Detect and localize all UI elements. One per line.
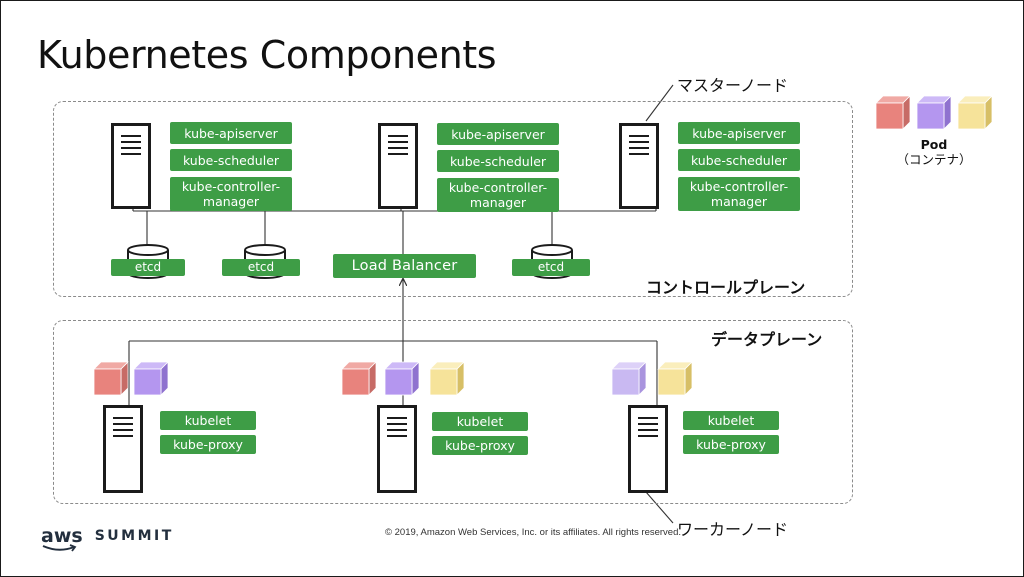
pod-legend-label: Pod （コンテナ）: [881, 137, 987, 167]
master3-controller-manager: kube-controller- manager: [678, 177, 800, 211]
worker-node-callout: ワーカーノード: [677, 520, 789, 539]
aws-summit-logo: aws SUMMIT: [41, 522, 174, 552]
worker1-kubelet: kubelet: [160, 411, 256, 430]
master-server-icon: [378, 123, 418, 209]
data-plane-label: データプレーン: [711, 330, 823, 349]
master2-controller-manager: kube-controller- manager: [437, 178, 559, 212]
master2-scheduler: kube-scheduler: [437, 150, 559, 172]
pod-cube-icon: [133, 361, 169, 396]
worker2-kubelet: kubelet: [432, 412, 528, 431]
control-plane-panel: [53, 101, 853, 297]
worker1-kube-proxy: kube-proxy: [160, 435, 256, 454]
master1-scheduler: kube-scheduler: [170, 149, 292, 171]
master1-apiserver: kube-apiserver: [170, 122, 292, 144]
master2-apiserver: kube-apiserver: [437, 123, 559, 145]
pod-legend-title: Pod: [920, 137, 948, 152]
pod-legend-subtitle: （コンテナ）: [896, 152, 972, 167]
etcd-label-3: etcd: [512, 259, 590, 276]
aws-logo-text: aws: [41, 525, 83, 547]
worker3-kubelet: kubelet: [683, 411, 779, 430]
etcd-label-2: etcd: [222, 259, 300, 276]
pod-legend-cube-icon: [916, 95, 952, 130]
etcd-label-1: etcd: [111, 259, 185, 276]
master3-apiserver: kube-apiserver: [678, 122, 800, 144]
worker-server-icon: [628, 405, 668, 493]
worker-server-icon: [103, 405, 143, 493]
pod-cube-icon: [611, 361, 647, 396]
slide-title: Kubernetes Components: [37, 33, 497, 77]
pod-cube-icon: [341, 361, 377, 396]
pod-cube-icon: [657, 361, 693, 396]
copyright-text: © 2019, Amazon Web Services, Inc. or its…: [385, 527, 682, 538]
pod-cube-icon: [93, 361, 129, 396]
worker2-kube-proxy: kube-proxy: [432, 436, 528, 455]
control-plane-label: コントロールプレーン: [646, 278, 806, 297]
master3-scheduler: kube-scheduler: [678, 149, 800, 171]
aws-logo: aws: [41, 525, 83, 552]
worker-server-icon: [377, 405, 417, 493]
data-plane-panel: [53, 320, 853, 504]
pod-legend-cube-icon: [875, 95, 911, 130]
pod-cube-icon: [384, 361, 420, 396]
worker-node-leader: [645, 491, 674, 524]
master-server-icon: [619, 123, 659, 209]
master-node-callout: マスターノード: [677, 76, 789, 95]
aws-smile-icon: [42, 544, 77, 552]
pod-legend-cube-icon: [957, 95, 993, 130]
master1-controller-manager: kube-controller- manager: [170, 177, 292, 211]
load-balancer-box: Load Balancer: [333, 254, 476, 278]
master-server-icon: [111, 123, 151, 209]
summit-wordmark: SUMMIT: [94, 528, 174, 544]
worker3-kube-proxy: kube-proxy: [683, 435, 779, 454]
pod-cube-icon: [429, 361, 465, 396]
master-node-leader: [645, 84, 674, 122]
